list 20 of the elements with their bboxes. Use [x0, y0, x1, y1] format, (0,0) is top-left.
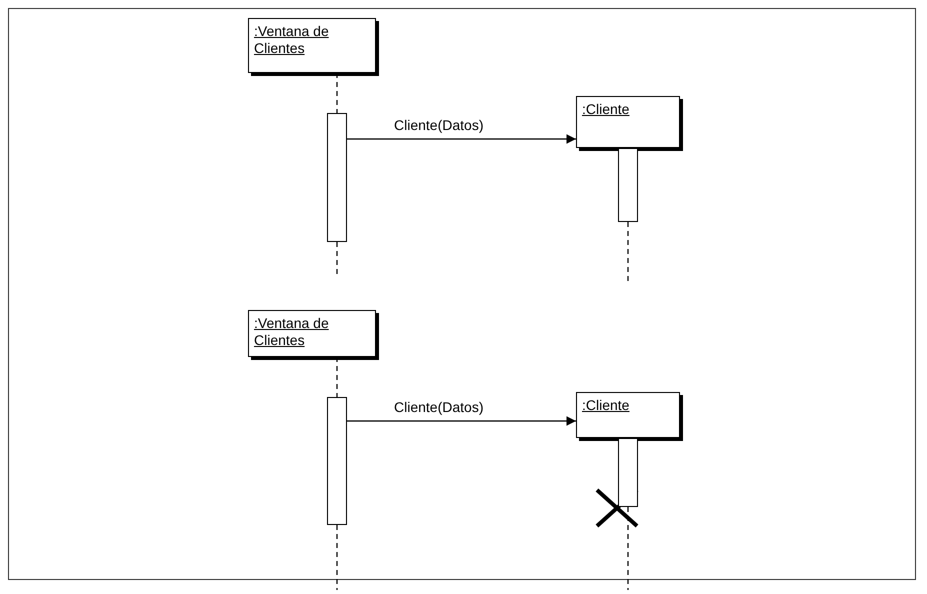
message-arrow	[347, 134, 576, 144]
activation-bar	[327, 113, 347, 242]
object-box	[576, 392, 680, 438]
object-name: :Ventana de Clientes	[254, 23, 329, 56]
object-box	[248, 18, 376, 73]
message-arrow	[347, 416, 576, 426]
object-name: :Cliente	[582, 397, 630, 413]
lifeline	[627, 507, 629, 590]
activation-bar	[618, 438, 638, 507]
lifeline	[336, 357, 338, 397]
object-name: :Cliente	[582, 101, 630, 117]
object-name: :Ventana de Clientes	[254, 315, 329, 348]
object-box	[576, 96, 680, 148]
lifeline	[336, 525, 338, 590]
message-label: Cliente(Datos)	[394, 117, 484, 133]
message-label: Cliente(Datos)	[394, 399, 484, 415]
lifeline	[336, 73, 338, 113]
activation-bar	[327, 397, 347, 525]
object-box	[248, 310, 376, 357]
activation-bar	[618, 148, 638, 222]
